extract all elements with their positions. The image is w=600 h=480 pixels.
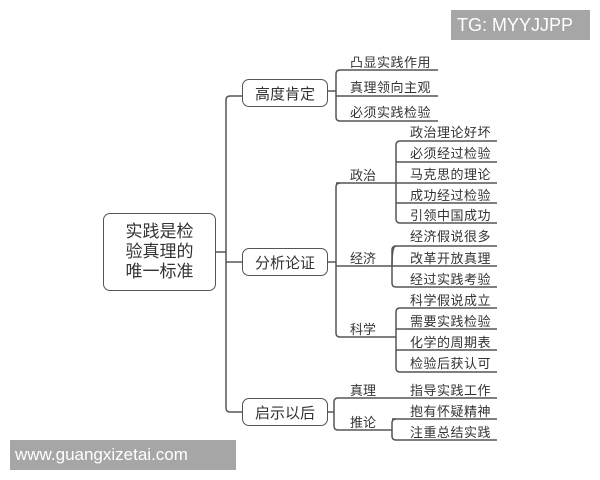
leaf-node[interactable]: 真理领向主观 [350, 81, 432, 96]
leaf-node[interactable]: 改革开放真理 [410, 252, 492, 267]
node-qishi-yihou[interactable]: 启示以后 [242, 398, 328, 426]
group-label-inference[interactable]: 推论 [350, 416, 377, 431]
leaf-node[interactable]: 必须经过检验 [410, 147, 492, 162]
leaf-node[interactable]: 经过实践考验 [410, 273, 492, 288]
leaf-node[interactable]: 注重总结实践 [410, 426, 492, 441]
leaf-node[interactable]: 科学假说成立 [410, 294, 492, 309]
root-line-1: 实践是检 [125, 222, 194, 242]
node-label: 高度肯定 [254, 84, 315, 103]
node-fenxi-lunzheng[interactable]: 分析论证 [242, 248, 328, 276]
leaf-node[interactable]: 凸显实践作用 [350, 56, 432, 71]
group-label-economy[interactable]: 经济 [350, 252, 377, 267]
leaf-node[interactable]: 引领中国成功 [410, 209, 492, 224]
leaf-node[interactable]: 检验后获认可 [410, 357, 492, 372]
leaf-node[interactable]: 经济假说很多 [410, 230, 492, 245]
leaf-node[interactable]: 政治理论好坏 [410, 126, 492, 141]
leaf-node[interactable]: 抱有怀疑精神 [410, 405, 492, 420]
root-node[interactable]: 实践是检 验真理的 唯一标准 [103, 213, 216, 291]
leaf-node[interactable]: 指导实践工作 [410, 384, 492, 399]
group-label-politics[interactable]: 政治 [350, 169, 377, 184]
group-label-science[interactable]: 科学 [350, 323, 377, 338]
root-line-3: 唯一标准 [125, 262, 194, 282]
root-line-2: 验真理的 [125, 242, 194, 262]
node-label: 分析论证 [254, 253, 315, 272]
node-gaodu-kending[interactable]: 高度肯定 [242, 79, 328, 107]
watermark-telegram: TG: MYYJJPP [451, 10, 590, 40]
leaf-node[interactable]: 马克思的理论 [410, 168, 492, 183]
node-label: 启示以后 [254, 403, 315, 422]
group-label-truth[interactable]: 真理 [350, 384, 377, 399]
leaf-node[interactable]: 需要实践检验 [410, 315, 492, 330]
leaf-node[interactable]: 成功经过检验 [410, 189, 492, 204]
leaf-node[interactable]: 化学的周期表 [410, 336, 492, 351]
watermark-website: www.guangxizetai.com [10, 440, 236, 470]
leaf-node[interactable]: 必须实践检验 [350, 106, 432, 121]
